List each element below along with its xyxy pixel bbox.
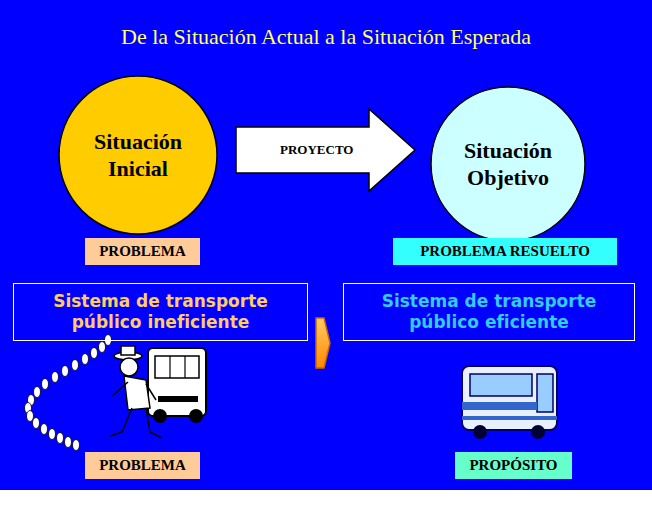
tag-box: PROBLEMA [85, 238, 200, 265]
bus-stripe [462, 402, 537, 410]
bus-body [462, 366, 557, 430]
statement-box: Sistema de transporte público eficiente [343, 283, 635, 341]
queue-person [52, 372, 59, 383]
start-circle: Situación Inicial [58, 75, 218, 235]
node-text: PROBLEMA [99, 242, 186, 261]
queue-person [91, 348, 98, 359]
queue-person [72, 360, 79, 371]
node-text: PROBLEMA [99, 456, 186, 475]
waiting-man [110, 346, 162, 438]
queue-person [73, 440, 80, 451]
bus-front-window [537, 374, 553, 412]
bus-wheel [153, 409, 167, 423]
block-arrow [236, 109, 415, 191]
circle-outline [430, 86, 586, 242]
arrow-label: PROYECTO [280, 142, 353, 158]
man-legs [110, 408, 162, 438]
circle-fill [431, 87, 585, 241]
tag-box: PROBLEMA RESUELTO [393, 238, 617, 265]
man-body [124, 376, 150, 410]
queue-person [99, 342, 106, 353]
node-text: PROPÓSITO [469, 456, 557, 475]
tag-box: PROPÓSITO [455, 452, 572, 479]
bus-wheel [189, 409, 203, 423]
node-text: Situación Inicial [73, 128, 203, 183]
queue-person [42, 379, 49, 390]
man-arms [112, 382, 156, 400]
man-head [120, 358, 138, 376]
bus-wheel [531, 425, 545, 439]
bus-window [155, 356, 199, 378]
circle-fill [59, 76, 217, 234]
queue-person [41, 424, 48, 435]
left-bus [148, 348, 206, 423]
bus-wheel [473, 425, 487, 439]
node-text: PROBLEMA RESUELTO [420, 242, 590, 261]
bus-window-frame [184, 356, 185, 378]
bus-bumper [158, 396, 198, 402]
bus-window [470, 374, 532, 396]
page-title: De la Situación Actual a la Situación Es… [0, 24, 652, 50]
blue-background [0, 0, 652, 490]
bus-body [148, 348, 206, 416]
queue-person [82, 354, 89, 365]
right-bus [462, 366, 557, 439]
queue-people [25, 335, 112, 451]
circle-outline [58, 75, 218, 235]
man-hat [121, 346, 135, 355]
bus-stripe [462, 416, 557, 420]
queue-person [49, 429, 56, 440]
queue-person [65, 437, 72, 448]
tag-box: PROBLEMA [85, 452, 200, 479]
node-text: Sistema de transporte público eficiente [354, 291, 624, 334]
queue-person [62, 366, 69, 377]
bus-window-frame [169, 356, 170, 378]
block-arrow [316, 318, 330, 368]
queue-person [34, 387, 41, 398]
queue-person [27, 411, 34, 422]
statement-box: Sistema de transporte público ineficient… [13, 283, 308, 341]
queue-person [33, 418, 40, 429]
node-text: Sistema de transporte público ineficient… [26, 291, 296, 334]
queue-person [57, 433, 64, 444]
goal-circle: Situación Objetivo [430, 86, 586, 242]
node-text: Situación Objetivo [443, 137, 573, 192]
queue-person [105, 335, 112, 346]
